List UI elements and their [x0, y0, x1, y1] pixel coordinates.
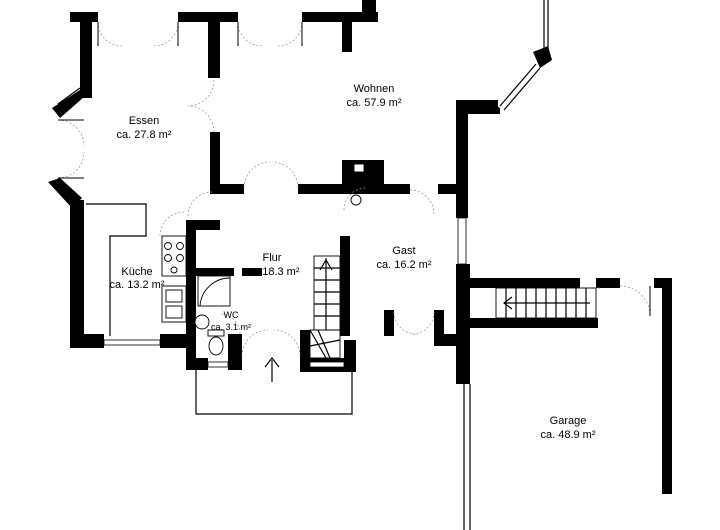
- room-gast: Gast ca. 16.2 m²: [376, 245, 431, 271]
- room-garage-area: ca. 48.9 m²: [540, 429, 595, 441]
- room-essen-name: Essen: [129, 115, 160, 127]
- stairs: [309, 255, 597, 359]
- room-flur-name: Flur: [263, 252, 282, 264]
- walls: [48, 0, 672, 494]
- room-wohnen-area: ca. 57.9 m²: [346, 97, 401, 109]
- room-gast-name: Gast: [392, 245, 415, 257]
- room-kueche: Küche ca. 13.2 m²: [109, 266, 164, 291]
- room-garage: Garage ca. 48.9 m²: [540, 415, 595, 441]
- room-kueche-area: ca. 13.2 m²: [109, 279, 164, 291]
- room-flur-area: ca. 18.3 m²: [244, 266, 299, 278]
- room-flur: Flur ca. 18.3 m²: [244, 252, 299, 278]
- room-wohnen: Wohnen ca. 57.9 m²: [346, 83, 401, 109]
- entry-arrow-icon: [264, 357, 280, 382]
- room-gast-area: ca. 16.2 m²: [376, 259, 431, 271]
- room-wc-name: WC: [224, 310, 239, 320]
- doors: [57, 21, 651, 357]
- room-wc-area: ca. 3.1 m²: [211, 322, 251, 332]
- thin-lines: [57, 0, 549, 530]
- room-essen: Essen ca. 27.8 m²: [116, 115, 171, 141]
- room-garage-name: Garage: [550, 415, 587, 427]
- room-essen-area: ca. 27.8 m²: [116, 129, 171, 141]
- room-kueche-name: Küche: [121, 266, 152, 278]
- room-wc: WC ca. 3.1 m²: [211, 310, 251, 332]
- room-wohnen-name: Wohnen: [354, 83, 395, 95]
- fixtures: [161, 163, 365, 356]
